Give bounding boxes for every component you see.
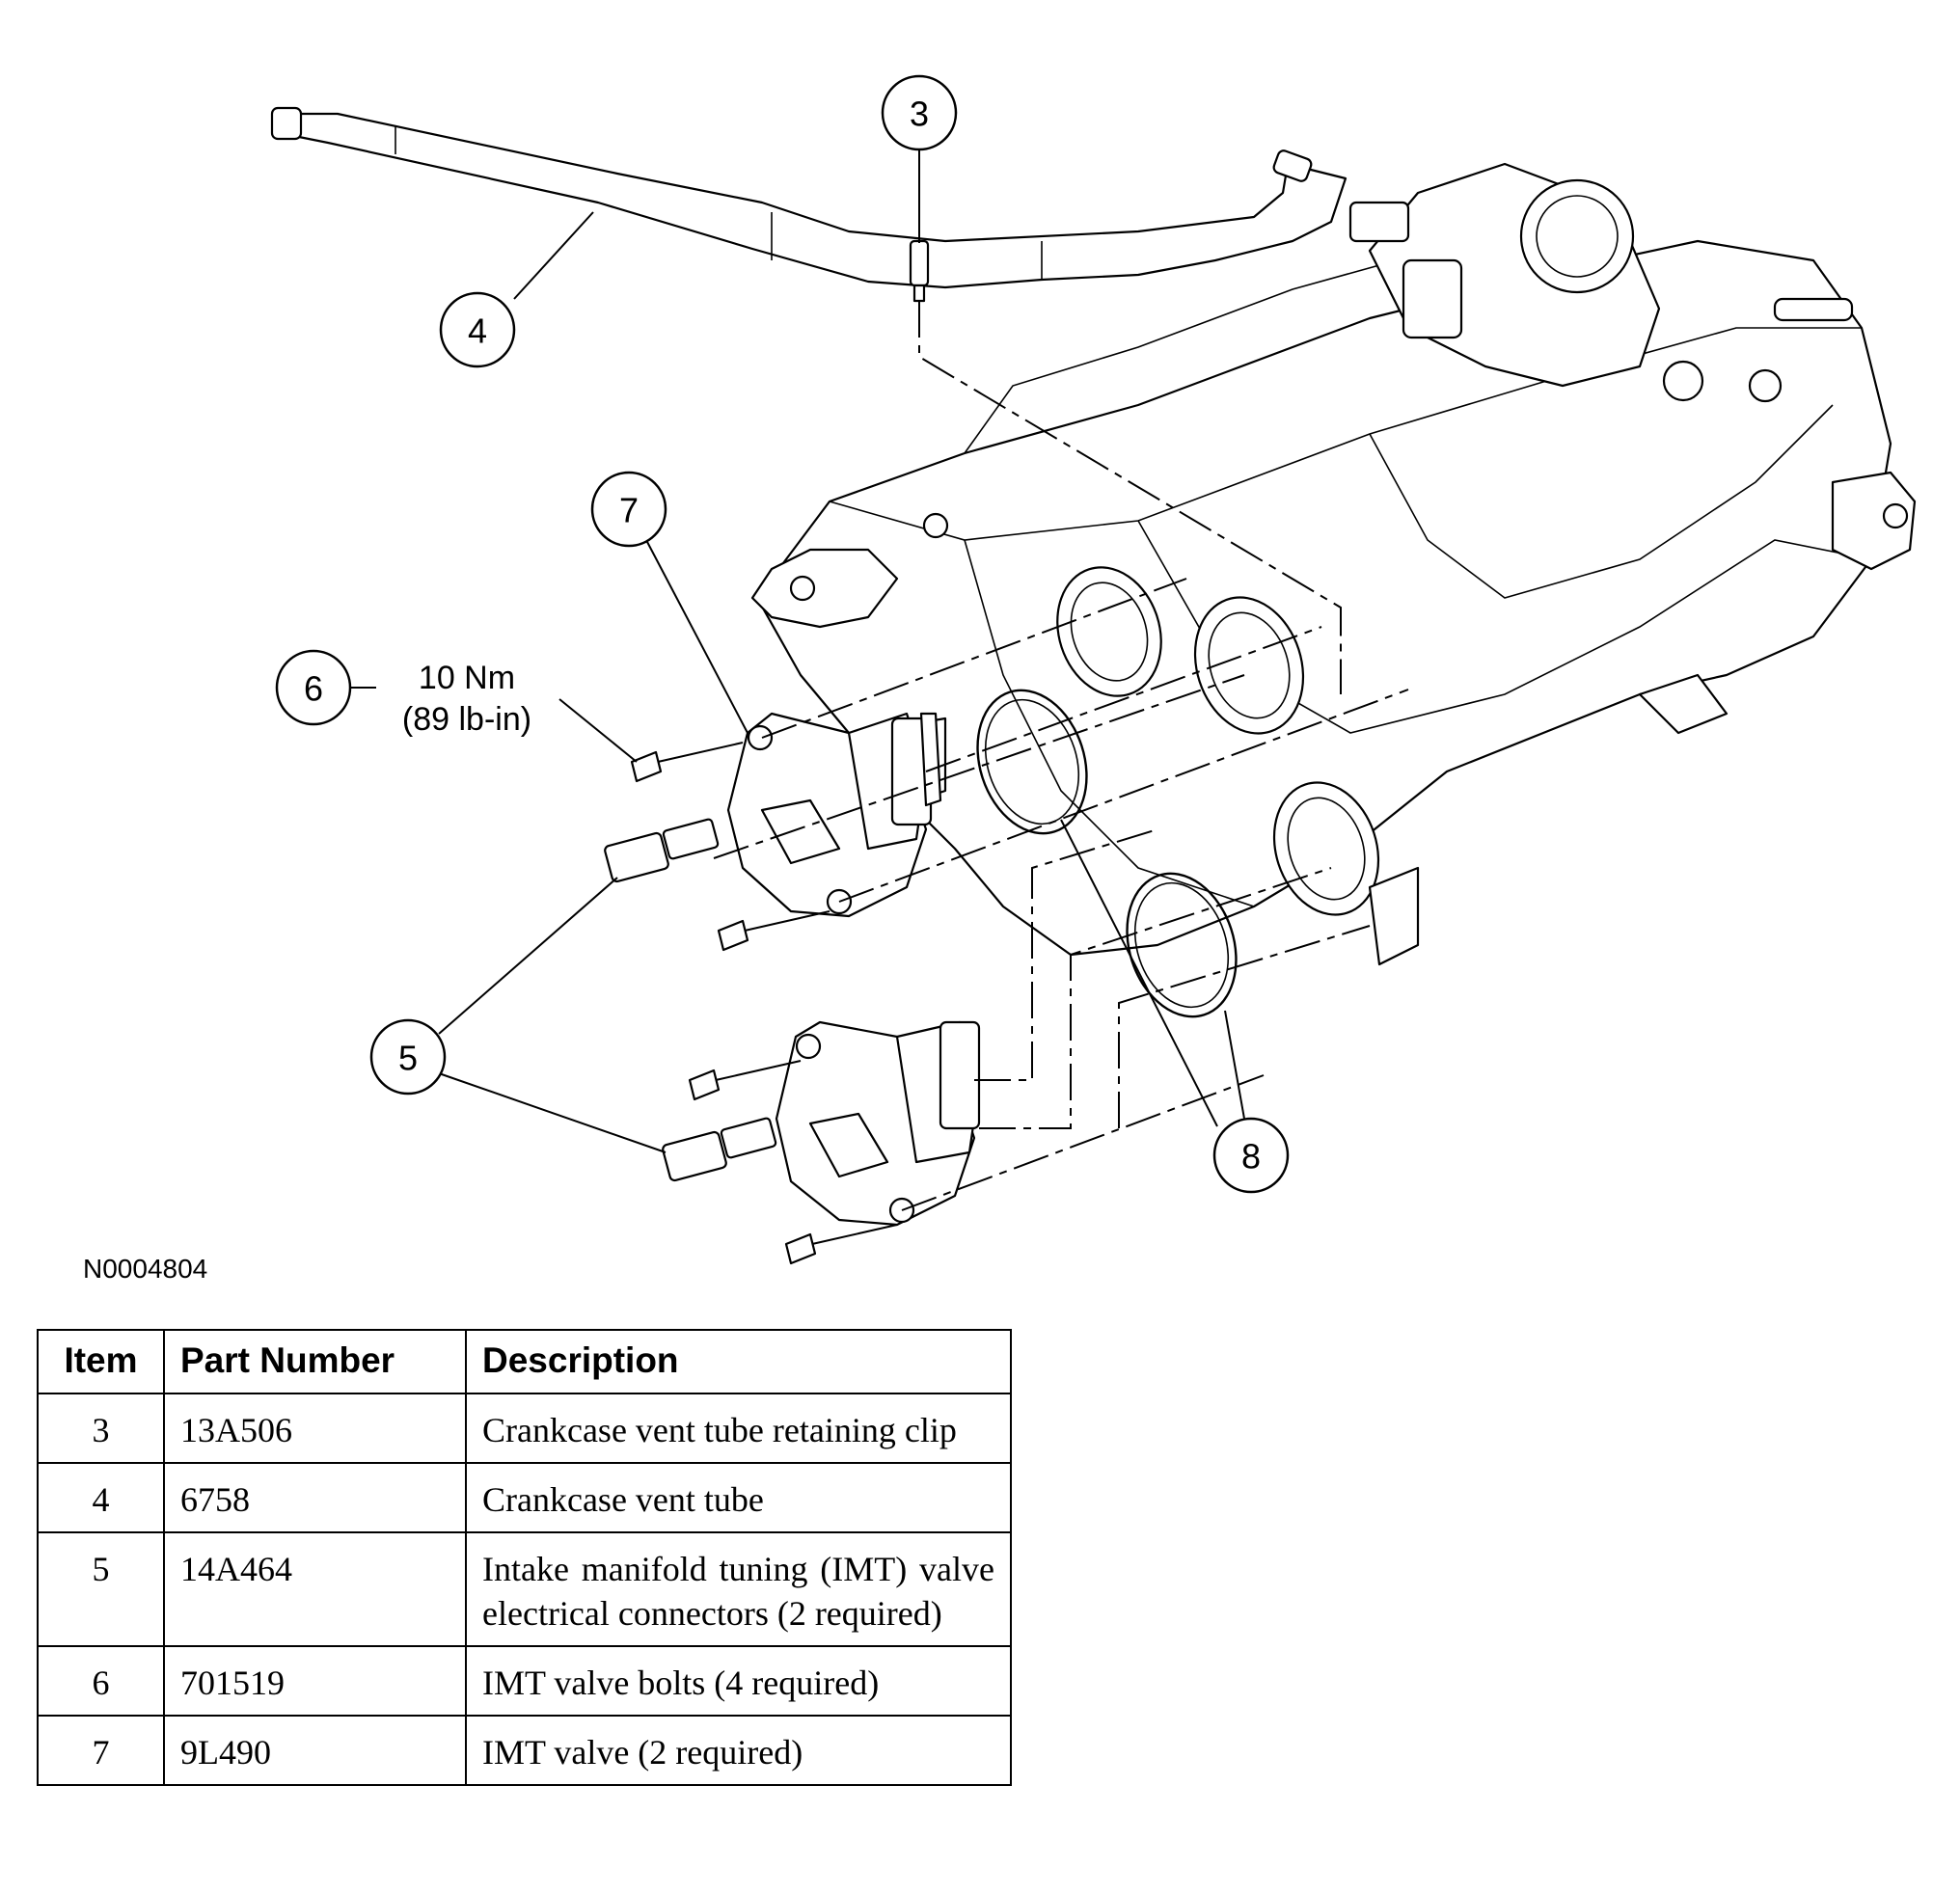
cell-description: Intake manifold tuning (IMT) valve elect… — [465, 1531, 1012, 1647]
figure-id: N0004804 — [83, 1254, 208, 1284]
imt-valve-bolts — [630, 742, 898, 1265]
callout-5: 5 — [369, 1018, 447, 1096]
callout-5-label: 5 — [398, 1039, 418, 1078]
table-header-row: Item Part Number Description — [37, 1329, 1012, 1394]
cell-description: IMT valve (2 required) — [465, 1715, 1012, 1786]
cell-item: 6 — [37, 1645, 165, 1717]
table-row: 5 14A464 Intake manifold tuning (IMT) va… — [37, 1531, 1012, 1647]
table-row: 6 701519 IMT valve bolts (4 required) — [37, 1645, 1012, 1717]
callout-8-label: 8 — [1241, 1137, 1261, 1177]
crankcase-vent-tube — [270, 106, 1348, 289]
callout-4: 4 — [439, 291, 516, 368]
callout-7: 7 — [590, 471, 667, 548]
callout-3: 3 — [881, 74, 958, 151]
torque-spec-imperial: (89 lb-in) — [402, 701, 531, 738]
callout-6: 6 — [275, 649, 352, 726]
header-description: Description — [465, 1329, 1012, 1394]
cell-description: Crankcase vent tube retaining clip — [465, 1393, 1012, 1464]
crankcase-vent-tube-retaining-clip — [909, 239, 930, 303]
cell-description: Crankcase vent tube — [465, 1462, 1012, 1533]
callout-6-label: 6 — [304, 669, 323, 709]
callout-8: 8 — [1212, 1117, 1290, 1194]
assembly-lines — [713, 301, 1409, 1211]
table-row: 4 6758 Crankcase vent tube — [37, 1462, 1012, 1533]
callout-leaders — [350, 150, 1245, 1153]
callout-7-label: 7 — [619, 491, 639, 530]
table-row: 3 13A506 Crankcase vent tube retaining c… — [37, 1393, 1012, 1464]
throttle-body — [1348, 162, 1917, 571]
cell-item: 3 — [37, 1393, 165, 1464]
cell-description: IMT valve bolts (4 required) — [465, 1645, 1012, 1717]
header-part-number: Part Number — [163, 1329, 467, 1394]
cell-part-number: 14A464 — [163, 1531, 467, 1647]
cell-item: 7 — [37, 1715, 165, 1786]
exploded-view-diagram: 10 Nm (89 lb-in) 3 4 5 6 7 8 — [270, 74, 1917, 1265]
table-row: 7 9L490 IMT valve (2 required) — [37, 1715, 1012, 1786]
cell-part-number: 9L490 — [163, 1715, 467, 1786]
parts-table: Item Part Number Description 3 13A506 Cr… — [37, 1329, 1012, 1786]
cell-part-number: 701519 — [163, 1645, 467, 1717]
imt-valve-lower — [775, 1020, 981, 1227]
header-item: Item — [37, 1329, 165, 1394]
torque-spec-metric: 10 Nm — [419, 660, 515, 696]
callout-3-label: 3 — [910, 95, 929, 134]
cell-item: 5 — [37, 1531, 165, 1647]
callout-4-label: 4 — [468, 311, 487, 351]
imt-valve-upper — [726, 712, 947, 918]
imt-valve-electrical-connectors — [604, 818, 777, 1182]
cell-part-number: 13A506 — [163, 1393, 467, 1464]
intake-manifold — [750, 239, 1892, 966]
cell-part-number: 6758 — [163, 1462, 467, 1533]
cell-item: 4 — [37, 1462, 165, 1533]
